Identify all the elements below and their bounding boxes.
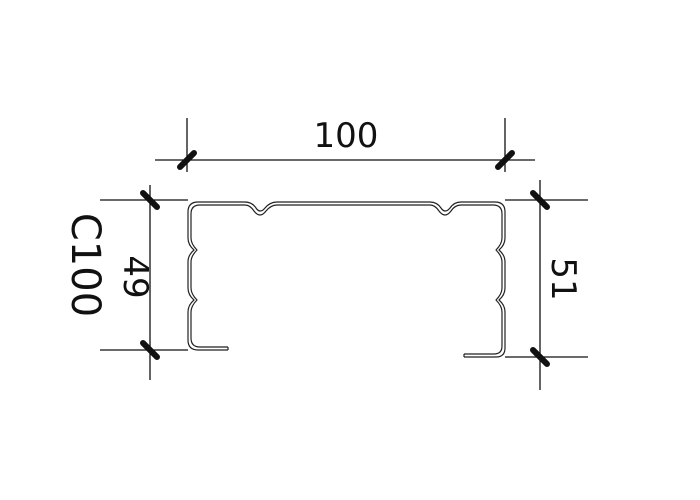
c-profile-section — [187, 201, 506, 358]
left-tick-top — [140, 190, 160, 210]
right-tick-bottom — [530, 347, 550, 367]
profile-name-label: C100 — [62, 213, 108, 317]
right-tick-top — [530, 190, 550, 210]
left-height-label: 49 — [115, 255, 155, 298]
width-tick-right — [495, 150, 515, 170]
right-tick-marks — [530, 190, 550, 367]
left-tick-bottom — [140, 340, 160, 360]
width-dimension-label: 100 — [314, 116, 379, 156]
left-tick-marks — [140, 190, 160, 360]
c-profile-outer-line — [187, 201, 506, 358]
c-profile-inner-line — [190, 204, 503, 355]
right-height-label: 51 — [543, 257, 583, 300]
width-tick-marks — [177, 150, 515, 170]
width-tick-left — [177, 150, 197, 170]
